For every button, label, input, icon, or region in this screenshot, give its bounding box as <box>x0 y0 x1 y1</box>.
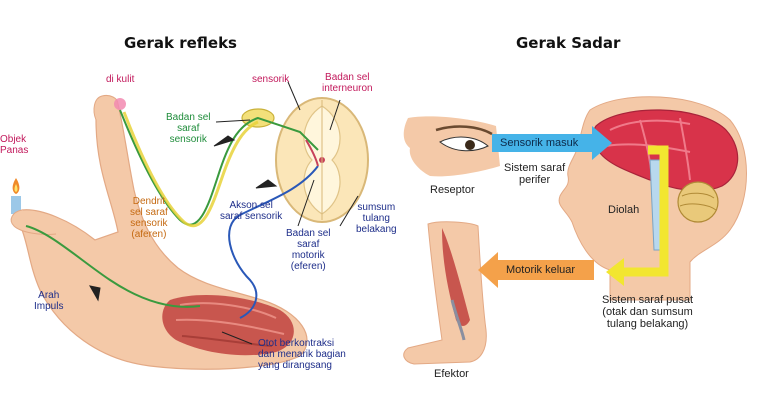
candle-icon <box>11 178 21 214</box>
label-hot-object: Objek Panas <box>0 134 29 156</box>
leg-effector-illustration <box>403 221 487 365</box>
interneuron-red <box>305 139 319 167</box>
label-interneuron-body: Badan sel interneuron <box>322 72 373 94</box>
label-central-system: Sistem saraf pusat (otak dan sumsum tula… <box>602 294 694 330</box>
label-motor-cell-body: Badan sel saraf motorik (eferen) <box>286 228 331 272</box>
eye-receptor-illustration <box>403 116 500 177</box>
label-sensory-input: Sensorik masuk <box>500 137 579 149</box>
voluntary-illustration <box>403 96 747 365</box>
label-impulse-direction: Arah Impuls <box>34 290 64 312</box>
motor-nerve-blue <box>228 165 319 319</box>
arm-illustration <box>10 95 308 370</box>
skin-receptor-spot <box>114 98 126 110</box>
spinal-cord-cross-section <box>241 97 369 223</box>
label-dendrite: Dendrit sel saraf sensorik (aferen) <box>130 196 168 240</box>
reflex-title: Gerak refleks <box>124 34 237 52</box>
label-sensory-cell-body: Badan sel saraf sensorik <box>166 112 211 145</box>
label-skin: di kulit <box>106 74 135 85</box>
label-spinal-cord: sumsum tulang belakang <box>356 202 397 235</box>
voluntary-title: Gerak Sadar <box>516 34 621 52</box>
label-muscle-contracts: Otot berkontraksi dan menarik bagian yan… <box>258 338 346 371</box>
label-sensory: sensorik <box>252 74 290 85</box>
label-sensory-axon: Akson sel saraf sensorik <box>220 200 283 222</box>
sensory-nerve-yellow <box>122 111 259 228</box>
label-effector: Efektor <box>434 368 469 380</box>
label-processed: Diolah <box>608 204 640 216</box>
central-path-arrowhead <box>606 258 624 286</box>
central-nervous-path <box>622 145 669 277</box>
label-receptor: Reseptor <box>430 184 475 196</box>
sensory-input-arrow <box>492 126 612 160</box>
label-pointers <box>89 81 359 345</box>
motor-output-arrow <box>478 252 594 288</box>
sensory-nerve-green <box>25 109 319 308</box>
reflex-illustration <box>10 81 369 370</box>
label-peripheral-system: Sistem saraf perifer <box>504 162 566 186</box>
label-motor-output: Motorik keluar <box>506 264 576 276</box>
